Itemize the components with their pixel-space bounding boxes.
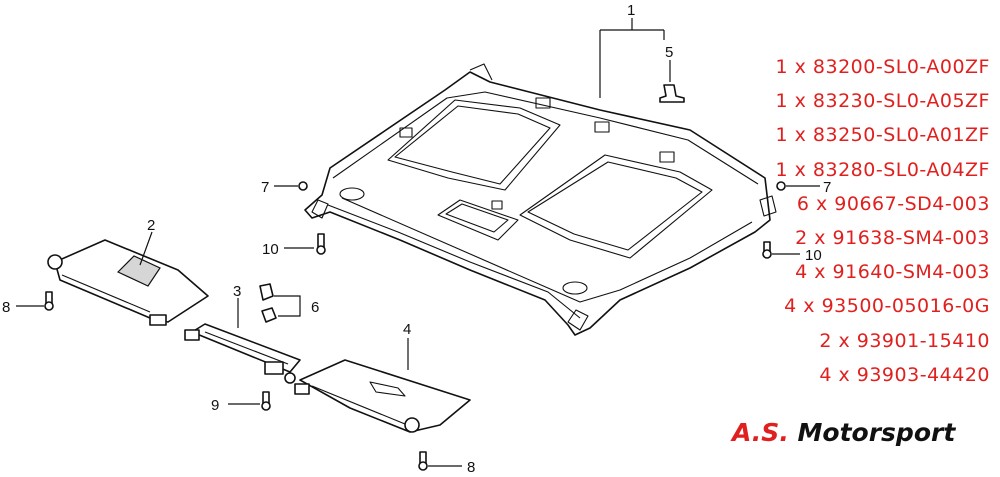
- part-number-line: 2 x 93901-15410: [819, 329, 990, 352]
- callout-9: 9: [211, 397, 219, 414]
- callout-10-right: 10: [805, 247, 822, 264]
- part-number-line: 6 x 90667-SD4-003: [796, 192, 990, 215]
- part-number-line: 1 x 83280-SL0-A04ZF: [775, 158, 990, 181]
- clips-drawing: [259, 283, 277, 323]
- part-number-line: 1 x 83230-SL0-A05ZF: [775, 90, 990, 113]
- callout-3: 3: [233, 283, 241, 300]
- part-number-line: 4 x 91640-SM4-003: [795, 261, 990, 284]
- callout-10-left: 10: [262, 241, 279, 258]
- callout-8-bottom: 8: [467, 459, 475, 476]
- callout-4: 4: [403, 321, 411, 338]
- callout-2: 2: [147, 217, 155, 234]
- leader-lines: [16, 18, 820, 467]
- brand-prefix: A.S.: [732, 418, 789, 447]
- part-number-line: 4 x 93500-05016-0G: [784, 295, 990, 318]
- part-number-line: 1 x 83200-SL0-A00ZF: [775, 56, 990, 78]
- callout-6: 6: [311, 299, 319, 316]
- callout-8-left: 8: [2, 299, 10, 316]
- callout-5: 5: [665, 44, 673, 61]
- visor-holder-drawing: [184, 323, 301, 384]
- headliner-drawing: [304, 63, 777, 336]
- callout-numbers: 1 5 7 7 10 10 2 3 4 6 8 9 8: [2, 2, 831, 476]
- brand-logo: A.S. Motorsport: [732, 418, 997, 452]
- part-number-line: 4 x 93903-44420: [819, 363, 990, 386]
- callout-7-right: 7: [823, 179, 831, 196]
- part-number-line: 2 x 91638-SM4-003: [795, 227, 990, 250]
- part-number-line: 1 x 83250-SL0-A01ZF: [775, 124, 990, 147]
- fasteners-drawing: [44, 84, 786, 471]
- sun-visor-left-drawing: [47, 239, 209, 326]
- sun-visor-right-drawing: [294, 359, 471, 433]
- callout-1: 1: [627, 2, 635, 19]
- brand-name: Motorsport: [797, 418, 956, 447]
- part-number-list: 1 x 83200-SL0-A00ZF 1 x 83230-SL0-A05ZF …: [775, 50, 990, 392]
- callout-7-left: 7: [261, 179, 269, 196]
